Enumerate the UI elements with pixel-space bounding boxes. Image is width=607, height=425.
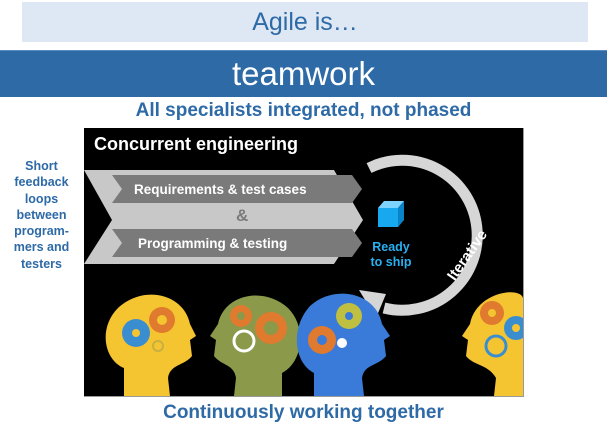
cube-icon <box>378 201 404 227</box>
iterative-cycle-arc-icon <box>366 154 483 316</box>
side-note: Short feedback loops between program-mer… <box>4 158 79 272</box>
side-note-text: Short feedback loops between program-mer… <box>13 159 70 271</box>
header-prefix: Agile is… <box>22 2 588 42</box>
track-connector: & <box>236 206 249 225</box>
head-2-icon <box>210 295 301 396</box>
subtitle: All specialists integrated, not phased <box>135 100 472 121</box>
concurrent-engineering-panel: Concurrent engineering Requirements & te… <box>84 128 524 397</box>
track-label-requirements: Requirements & test cases <box>134 182 307 197</box>
footer-caption: Continuously working together <box>163 402 444 423</box>
head-3-icon <box>296 293 390 396</box>
deliverable-label-line1: Ready <box>372 240 410 254</box>
diagram-graphics <box>84 154 523 396</box>
head-4-icon <box>462 292 523 396</box>
panel-title: Concurrent engineering <box>94 134 299 154</box>
deliverable-label-line2: to ship <box>370 255 412 269</box>
cycle-arrowhead-icon <box>359 290 386 318</box>
track-chevron-requirements-icon <box>112 175 362 203</box>
head-1-icon <box>105 294 196 396</box>
header-title: teamwork <box>0 50 607 97</box>
track-chevron-programming-icon <box>112 229 362 257</box>
track-label-programming: Programming & testing <box>138 236 288 251</box>
deliverable-label: Ready to ship <box>365 240 417 270</box>
